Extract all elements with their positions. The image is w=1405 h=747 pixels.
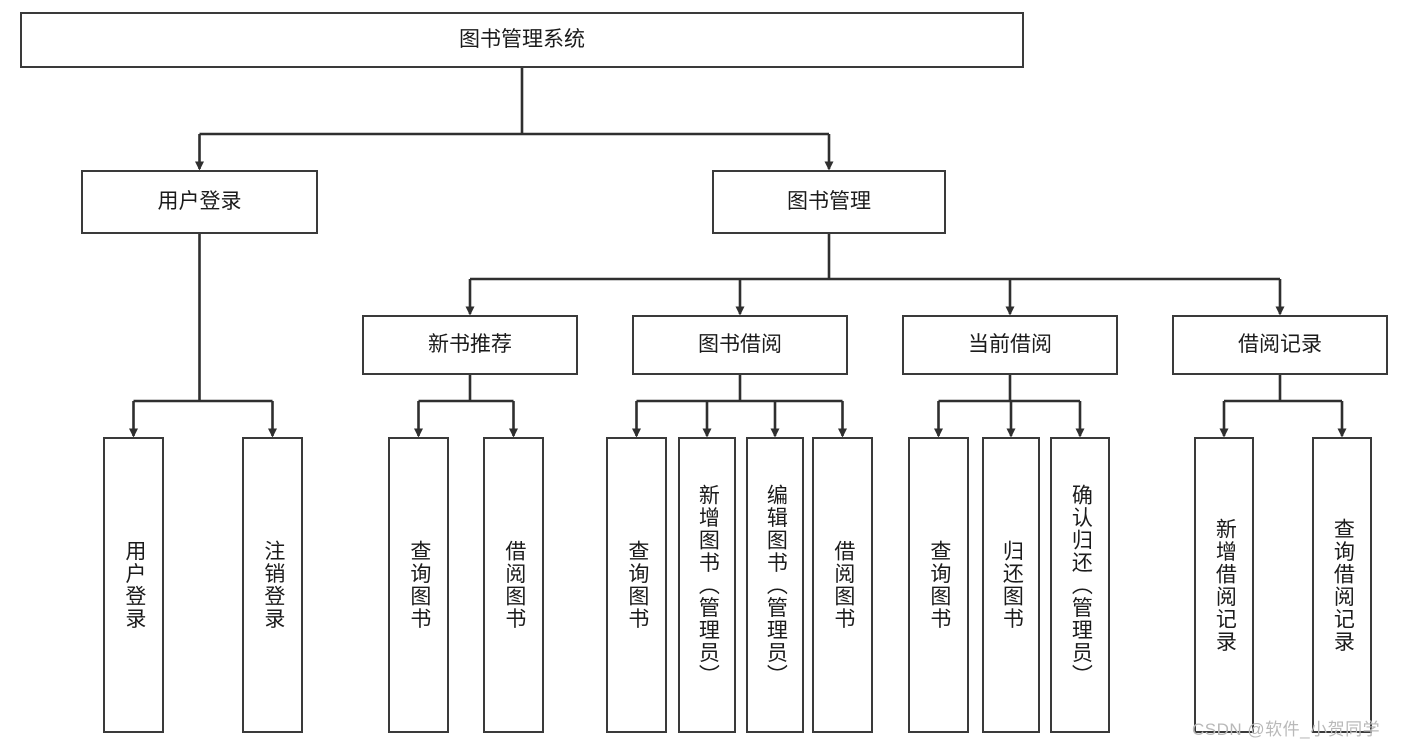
node-label: 新增借阅记录 [1213,517,1237,653]
node-label: 查询图书 [927,540,951,630]
node-leaf-borrow-book-1[interactable]: 借阅图书 [483,437,544,733]
node-label: 图书管理 [787,189,871,213]
node-leaf-add-record[interactable]: 新增借阅记录 [1194,437,1254,733]
node-label: 图书借阅 [698,332,782,356]
node-leaf-borrow-book-2[interactable]: 借阅图书 [812,437,873,733]
node-borrow-record[interactable]: 借阅记录 [1172,315,1388,375]
node-leaf-confirm-return[interactable]: 确认归还（管理员） [1050,437,1110,733]
node-label: 用户登录 [157,189,242,213]
node-current-borrow[interactable]: 当前借阅 [902,315,1118,375]
node-label: 当前借阅 [968,332,1052,356]
node-label: 用户登录 [122,540,146,630]
node-leaf-return-book[interactable]: 归还图书 [982,437,1040,733]
node-leaf-edit-book[interactable]: 编辑图书（管理员） [746,437,804,733]
node-label: 新增图书（管理员） [696,483,720,687]
node-book-borrow[interactable]: 图书借阅 [632,315,848,375]
node-leaf-query-book-2[interactable]: 查询图书 [606,437,667,733]
node-leaf-user-logout[interactable]: 注销登录 [242,437,303,733]
node-leaf-query-book-3[interactable]: 查询图书 [908,437,969,733]
node-label: 新书推荐 [428,332,512,356]
node-label: 查询图书 [407,540,431,630]
node-label: 借阅图书 [502,540,526,630]
node-label: 确认归还（管理员） [1069,483,1093,687]
node-leaf-query-record[interactable]: 查询借阅记录 [1312,437,1372,733]
node-leaf-user-login[interactable]: 用户登录 [103,437,164,733]
node-root[interactable]: 图书管理系统 [20,12,1024,68]
node-leaf-query-book-1[interactable]: 查询图书 [388,437,449,733]
node-label: 归还图书 [1000,540,1024,630]
node-label: 注销登录 [261,540,285,630]
node-label: 图书管理系统 [459,27,585,51]
node-label: 借阅图书 [831,540,855,630]
node-user-login[interactable]: 用户登录 [81,170,318,234]
node-label: 借阅记录 [1238,332,1322,356]
node-label: 查询图书 [625,540,649,630]
node-book-manage[interactable]: 图书管理 [712,170,946,234]
node-label: 查询借阅记录 [1331,517,1355,653]
node-label: 编辑图书（管理员） [764,483,788,687]
node-leaf-add-book[interactable]: 新增图书（管理员） [678,437,736,733]
node-new-book-rec[interactable]: 新书推荐 [362,315,578,375]
csdn-watermark: CSDN @软件_小贺同学 [1192,720,1381,739]
